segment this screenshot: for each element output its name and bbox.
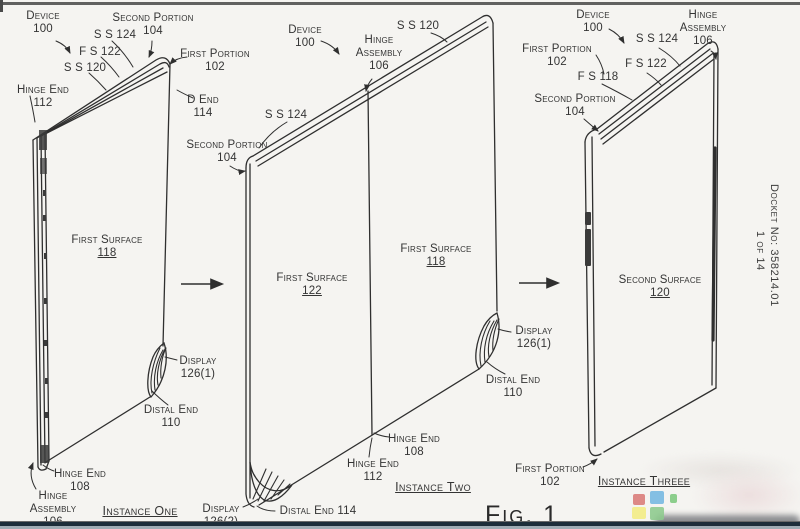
watermark-blue-square — [650, 491, 664, 504]
label-device-100-one: Device 100 — [26, 10, 60, 36]
watermark-small-green-square — [670, 494, 677, 503]
surface-number: 118 — [71, 247, 142, 260]
transition-arrow-one-two — [181, 280, 222, 289]
sheet-number-vertical: 1 of 14 — [754, 231, 766, 271]
transition-arrow-two-three — [519, 279, 558, 288]
label-fs122-three: F S 122 — [625, 58, 667, 71]
watermark-green-square — [650, 507, 664, 520]
label-first-surface-118-two: First Surface118 — [400, 230, 471, 282]
docket-number-vertical: Docket No: 358214.01 — [768, 184, 780, 307]
surface-title: First Surface — [400, 243, 471, 256]
label-first-portion-one: First Portion 102 — [180, 48, 250, 74]
label-ss120-two: S S 120 — [397, 20, 439, 33]
watermark-red-square — [633, 494, 645, 505]
surface-number: 122 — [276, 285, 347, 298]
label-hinge-assembly-two: Hinge Assembly 106 — [356, 34, 402, 73]
label-second-surface-120-three: Second Surface120 — [619, 261, 702, 313]
watermark-smudge — [693, 468, 800, 522]
label-ss124-three: S S 124 — [636, 33, 678, 46]
label-first-surface-118-one: First Surface118 — [71, 221, 142, 273]
caption-instance-two: Instance Two — [395, 481, 471, 494]
label-first-portion-top-three: First Portion 102 — [522, 43, 592, 69]
label-hinge-end-112-one: Hinge End 112 — [17, 84, 69, 110]
caption-instance-one: Instance One — [102, 505, 177, 518]
label-device-100-three: Device 100 — [576, 9, 610, 35]
label-display-126-1-one: Display 126(1) — [179, 355, 216, 381]
label-hinge-assembly-three: Hinge Assembly 106 — [680, 9, 726, 48]
label-distal-end-110-one: Distal End 110 — [144, 404, 198, 430]
surface-number: 120 — [619, 287, 702, 300]
surface-number: 118 — [400, 256, 471, 269]
surface-title: Second Surface — [619, 274, 702, 287]
label-ss124-one: S S 124 — [94, 29, 136, 42]
surface-title: First Surface — [276, 272, 347, 285]
bottom-border-bar — [0, 521, 800, 529]
label-second-portion-two: Second Portion 104 — [186, 139, 267, 165]
label-distal-end-114-two: Distal End 114 — [280, 505, 357, 518]
label-display-126-1-two: Display 126(1) — [515, 325, 552, 351]
label-fs118-three: F S 118 — [578, 71, 619, 84]
label-ss120-one: S S 120 — [64, 62, 106, 75]
label-distal-end-110-two: Distal End 110 — [486, 374, 540, 400]
label-device-100-two: Device 100 — [288, 24, 322, 50]
corner-artifact — [0, 0, 3, 12]
watermark-yellow-square — [632, 507, 646, 519]
caption-instance-three: Instance Threee — [598, 475, 690, 488]
label-fs122-one: F S 122 — [79, 46, 121, 59]
label-first-surface-122-two: First Surface122 — [276, 259, 347, 311]
label-first-portion-bottom-three: First Portion 102 — [515, 463, 585, 489]
label-d-end-114-one: D End 114 — [187, 94, 219, 120]
label-hinge-end-112-two: Hinge End 112 — [347, 458, 399, 484]
surface-title: First Surface — [71, 234, 142, 247]
label-hinge-end-108-two: Hinge End 108 — [388, 433, 440, 459]
side-buttons — [585, 212, 591, 266]
top-border-line — [0, 2, 800, 5]
label-ss124-two: S S 124 — [265, 109, 307, 122]
label-second-portion-three: Second Portion 104 — [534, 93, 615, 119]
display-hatch-three — [253, 469, 290, 501]
